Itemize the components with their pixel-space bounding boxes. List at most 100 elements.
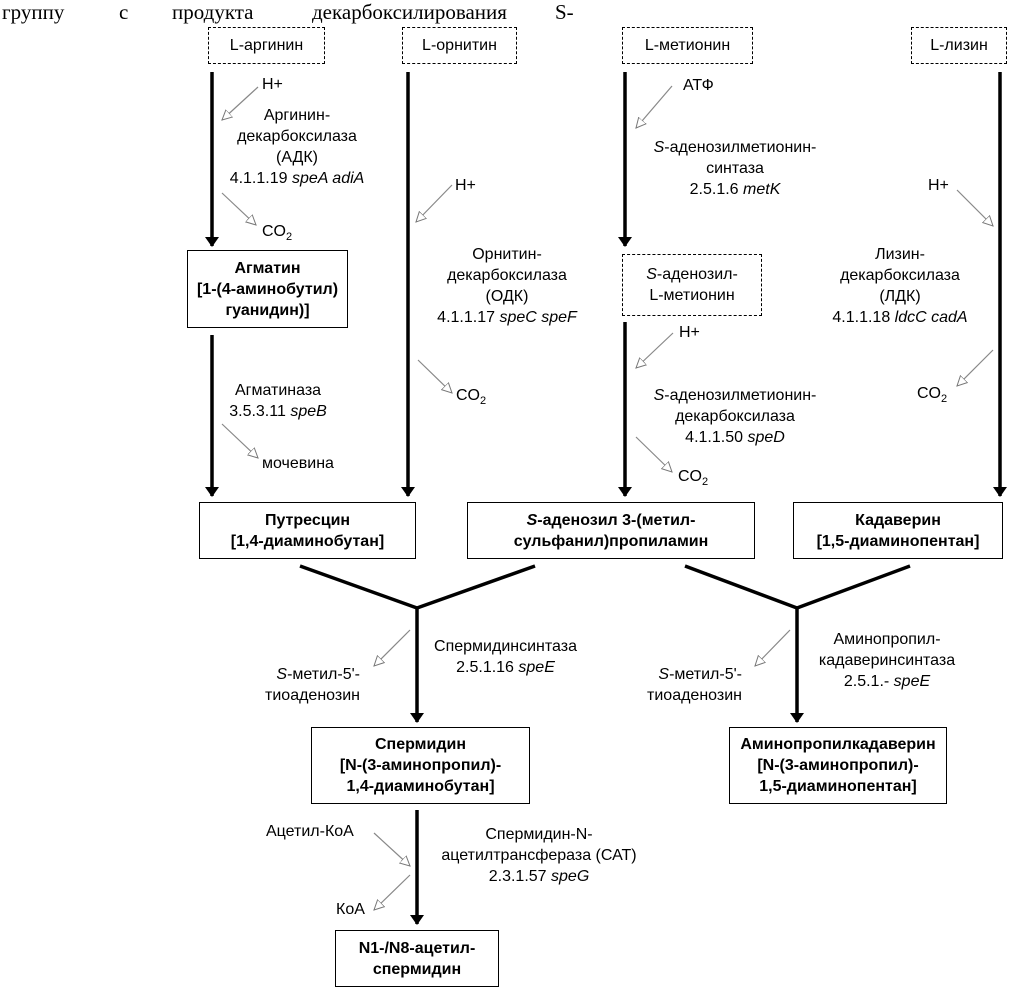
agmatine-line2: [1-(4-аминобутил) — [196, 280, 339, 298]
enzyme-genes: speG — [551, 868, 590, 885]
enzyme-name: -аденозилметионин- — [664, 387, 817, 404]
acetylspd-line2: спермидин — [372, 960, 462, 978]
cofactor-acetyl-coa: Ацетил-КоА — [266, 823, 354, 840]
enzyme-genes: speE — [893, 673, 931, 690]
node-arginine: L-аргинин — [208, 27, 325, 64]
merge-putrescine — [299, 564, 418, 610]
enzyme-ec: 4.1.1.17 — [437, 309, 495, 326]
enzyme-genes: ldcC cadA — [894, 309, 968, 326]
sam-line2: L-метионин — [649, 287, 735, 304]
enzyme-genes: speC speF — [499, 309, 577, 326]
enzyme-ec: 3.5.3.11 — [229, 403, 286, 420]
apc-line2: [N-(3-аминопропил)- — [757, 757, 919, 774]
enzyme-sat: Спермидин-N- ацетилтрансфераза (САТ) 2.3… — [434, 824, 644, 887]
node-decarboxylated-sam: S-аденозил 3-(метил- сульфанил)пропилами… — [467, 502, 755, 559]
enzyme-name: -аденозилметионин- — [664, 139, 817, 156]
enzyme-odc: Орнитин- декарбоксилаза (ОДК) 4.1.1.17 s… — [420, 244, 594, 328]
node-agmatine: Агматин [1-(4-аминобутил) гуанидин)] — [187, 250, 348, 328]
enzyme-ec: 2.3.1.57 — [488, 868, 547, 885]
agmatine-line3: гуанидин)] — [225, 301, 310, 319]
enzyme-adc: Аргинин- декарбоксилаза (АДК) 4.1.1.19 s… — [222, 105, 372, 189]
enzyme-name: Спермидин-N- — [485, 826, 593, 843]
dcsam-line1: -аденозил 3-(метил- — [537, 511, 696, 529]
node-aminopropylcadaverine: Аминопропилкадаверин [N-(3-аминопропил)-… — [729, 727, 947, 804]
enzyme-abbr: (АДК) — [275, 149, 318, 166]
enzyme-name: декарбоксилаза — [237, 128, 357, 145]
merge-cadaverine — [796, 564, 911, 610]
merge-dcsam-left — [416, 564, 536, 610]
enzyme-mat: S-аденозилметионин- синтаза 2.5.1.6 metK — [637, 137, 833, 200]
putrescine-line1: Путресцин — [264, 511, 351, 529]
acetylspd-line1: N1-/N8-ацетил- — [358, 939, 476, 957]
cofactor-co2: CO2 — [678, 468, 709, 489]
enzyme-name: Аминопропил- — [833, 631, 941, 648]
enzyme-name: Орнитин- — [472, 246, 542, 263]
enzyme-ec: 4.1.1.18 — [832, 309, 891, 326]
header-word: S- — [555, 0, 574, 24]
sam-line1: -аденозил- — [656, 266, 738, 283]
cofactor-h-plus: H+ — [262, 76, 283, 93]
enzyme-ec: 4.1.1.50 — [685, 429, 743, 446]
enzyme-genes: speE — [518, 659, 555, 676]
enzyme-name: Аргинин- — [263, 107, 331, 124]
enzyme-apc-synthase: Аминопропил- кадаверинсинтаза 2.5.1.- sp… — [812, 629, 962, 692]
node-putrescine: Путресцин [1,4-диаминобутан] — [199, 502, 416, 559]
enzyme-name: декарбоксилаза — [675, 408, 795, 425]
spermidine-line2: [N-(3-аминопропил)- — [339, 757, 502, 774]
enzyme-ec: 2.5.1.6 — [689, 181, 739, 198]
cofactor-h-plus: H+ — [679, 324, 700, 341]
agmatine-line1: Агматин — [234, 259, 301, 277]
header-word: декарбоксилирования — [312, 0, 507, 24]
merge-dcsam-right — [684, 564, 798, 610]
cadaverine-line1: Кадаверин — [855, 511, 941, 529]
cofactor-h-plus: H+ — [928, 177, 949, 194]
cofactor-coa: КоА — [336, 901, 365, 918]
node-ornithine: L-орнитин — [402, 27, 517, 64]
cofactor-atp: АТФ — [683, 77, 714, 94]
enzyme-abbr: (ОДК) — [485, 288, 529, 305]
spermidine-line3: 1,4-диаминобутан] — [346, 778, 495, 795]
enzyme-genes: speA adiA — [291, 170, 365, 187]
enzyme-genes: speD — [747, 429, 785, 446]
enzyme-name: ацетилтрансфераза (САТ) — [441, 847, 637, 864]
node-spermidine: Спермидин [N-(3-аминопропил)- 1,4-диамин… — [311, 727, 530, 804]
header-word: с — [119, 0, 129, 24]
enzyme-name: синтаза — [706, 160, 764, 177]
enzyme-ldc: Лизин- декарбоксилаза (ЛДК) 4.1.1.18 ldc… — [812, 244, 988, 328]
enzyme-name: Лизин- — [875, 246, 925, 263]
putrescine-line2: [1,4-диаминобутан] — [230, 532, 385, 550]
enzyme-genes: speB — [290, 403, 327, 420]
node-s-adenosyl-methionine: S-аденозил- L-метионин — [622, 254, 762, 316]
node-acetyl-spermidine: N1-/N8-ацетил- спермидин — [335, 930, 499, 987]
node-methionine: L-метионин — [622, 27, 753, 64]
enzyme-ec: 2.5.1.16 — [456, 659, 514, 676]
apc-line1: Аминопропилкадаверин — [740, 736, 936, 753]
enzyme-ec: 4.1.1.19 — [229, 170, 288, 187]
node-cadaverine: Кадаверин [1,5-диаминопентан] — [793, 502, 1003, 559]
enzyme-name: Спермидинсинтаза — [434, 638, 577, 655]
enzyme-abbr: (ЛДК) — [879, 288, 921, 305]
enzyme-name: кадаверинсинтаза — [818, 652, 956, 669]
cofactor-co2: CO2 — [456, 387, 487, 408]
node-lysine: L-лизин — [911, 27, 1007, 64]
cofactor-co2: CO2 — [917, 385, 948, 406]
header-word: группу — [2, 0, 65, 24]
header-word: продукта — [172, 0, 254, 24]
cofactor-h-plus: H+ — [455, 177, 476, 194]
enzyme-samdc: S-аденозилметионин- декарбоксилаза 4.1.1… — [637, 385, 833, 448]
dcsam-line2: сульфанил)пропиламин — [513, 532, 709, 550]
enzyme-agmatinase: Агматиназа 3.5.3.11 speB — [228, 380, 328, 422]
cofactor-co2: CO2 — [262, 223, 293, 244]
spermidine-line1: Спермидин — [374, 736, 466, 753]
enzyme-name: Агматиназа — [234, 382, 322, 399]
enzyme-name: декарбоксилаза — [840, 267, 960, 284]
cofactor-mta: S-метил-5'- тиоаденозин — [265, 666, 360, 704]
enzyme-genes: metK — [743, 181, 781, 198]
enzyme-ec: 2.5.1.- — [843, 673, 890, 690]
cofactor-mta: S-метил-5'- тиоаденозин — [647, 666, 742, 704]
enzyme-spermidine-synthase: Спермидинсинтаза 2.5.1.16 speE — [428, 636, 583, 678]
apc-line3: 1,5-диаминопентан] — [759, 778, 917, 795]
enzyme-name: декарбоксилаза — [447, 267, 567, 284]
